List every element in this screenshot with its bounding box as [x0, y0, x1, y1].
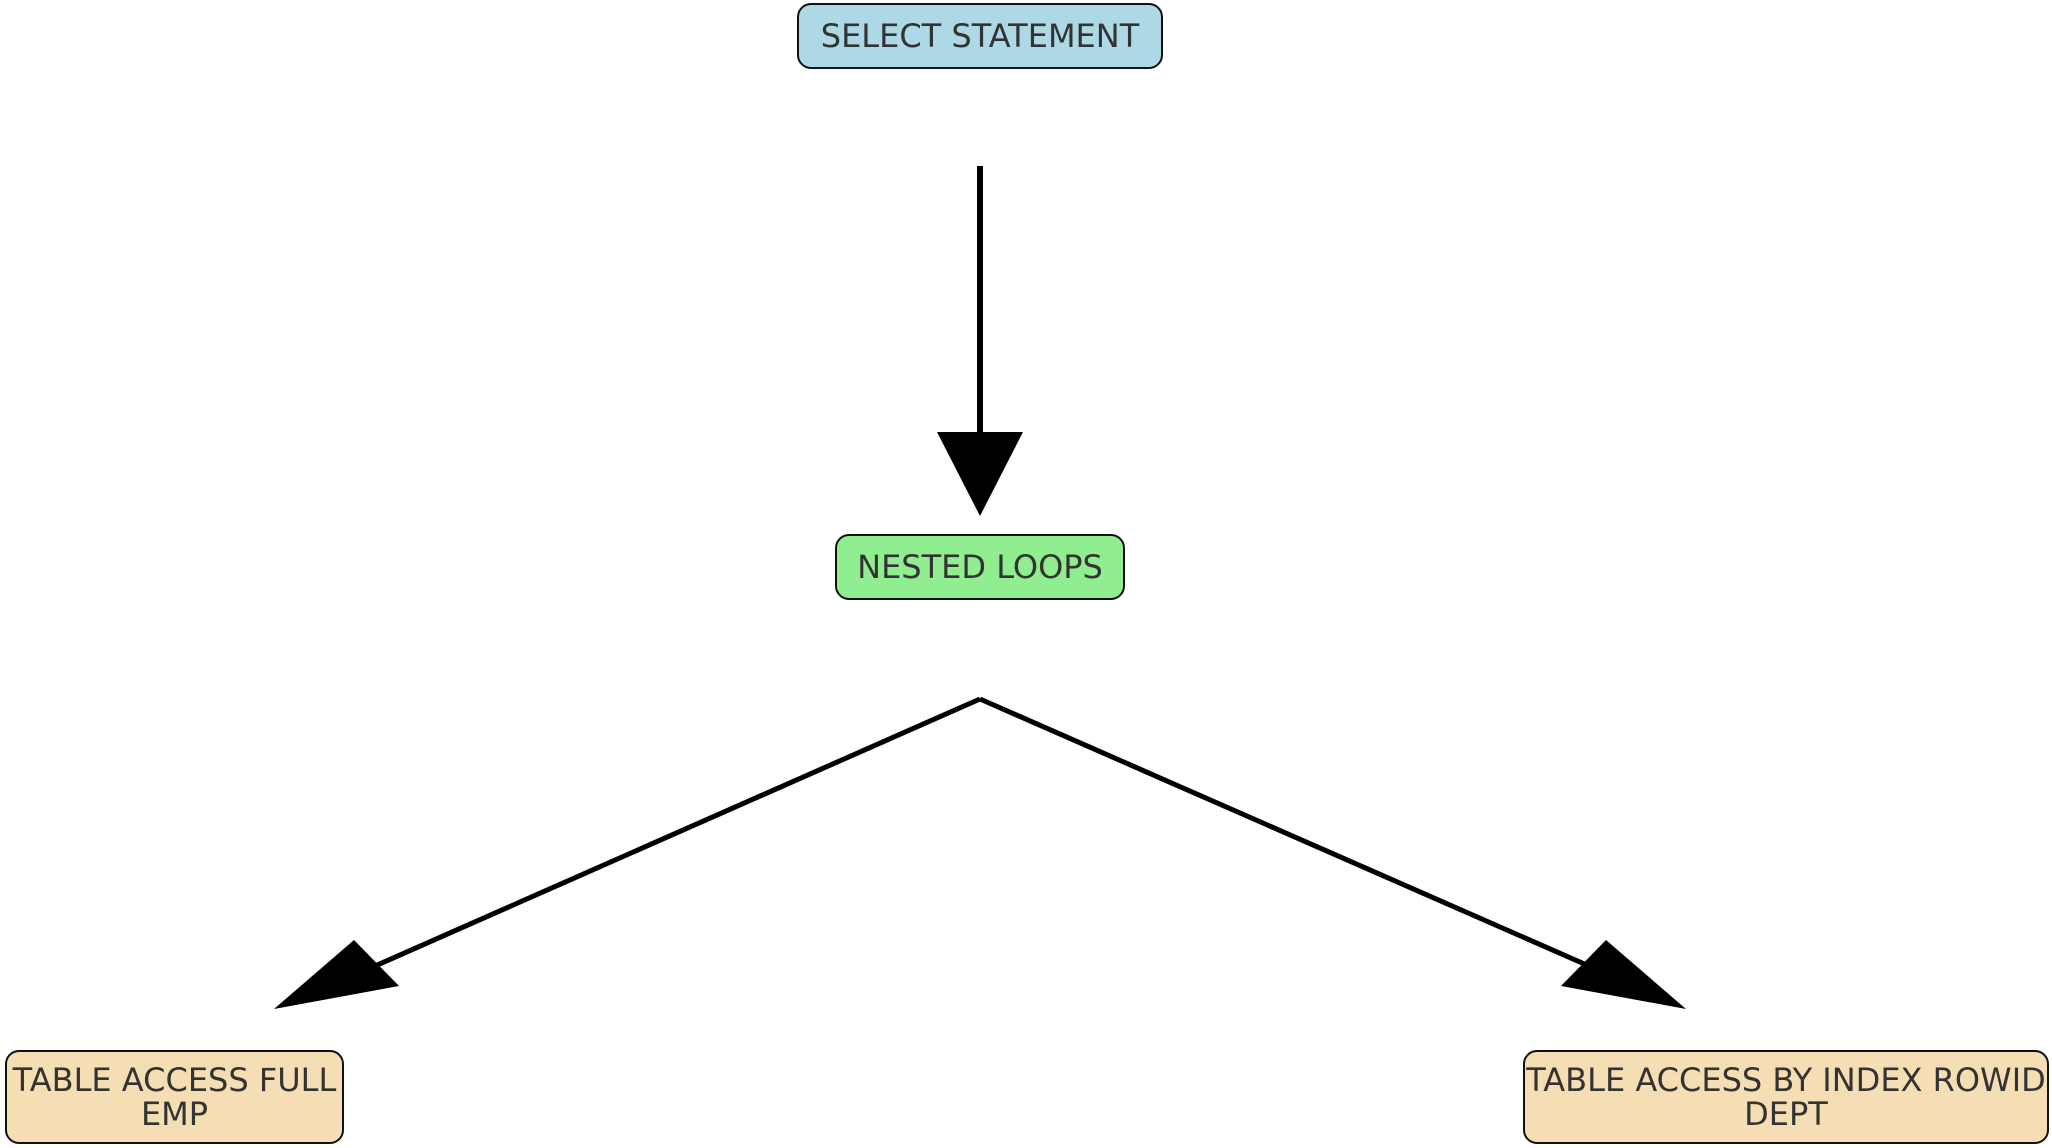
node-table-access-full-line2: EMP: [140, 1095, 209, 1133]
edge-nested-loops-to-table-access-full: [274, 696, 982, 1009]
node-select-statement: SELECT STATEMENT: [797, 3, 1163, 69]
node-table-access-by-index-line1: TABLE ACCESS BY INDEX ROWID: [1526, 1061, 2046, 1099]
edge-nested-loops-to-table-access-by-index: [978, 696, 1686, 1009]
node-table-access-by-index-line2: DEPT: [1744, 1095, 1828, 1133]
edge-select-to-nested-loops: [937, 166, 1023, 516]
node-nested-loops: NESTED LOOPS: [835, 534, 1125, 600]
node-table-access-full: TABLE ACCESS FULL EMP: [5, 1050, 344, 1144]
node-nested-loops-label: NESTED LOOPS: [857, 548, 1103, 586]
node-select-statement-label: SELECT STATEMENT: [820, 17, 1140, 55]
node-table-access-by-index: TABLE ACCESS BY INDEX ROWID DEPT: [1523, 1050, 2049, 1144]
node-table-access-full-line1: TABLE ACCESS FULL: [12, 1061, 337, 1099]
